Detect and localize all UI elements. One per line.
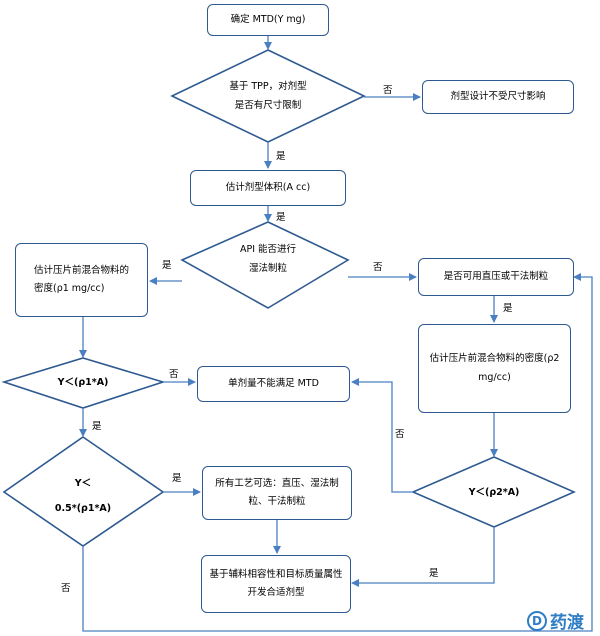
edge-label-d3-yes: 是: [92, 421, 102, 432]
node-single-dose-insufficient-text: 单剂量不能满足 MTD: [228, 377, 319, 389]
edge-label-n5-yes: 是: [503, 303, 513, 314]
edge-d5-to-n9: [351, 527, 495, 587]
node-determine-mtd: 确定 MTD(Y mg): [207, 4, 329, 36]
node-develop-dosage-form-line2: 开发合适剂型: [247, 587, 305, 598]
node-all-processes-available: 所有工艺可选：直压、湿法制 粒、干法制粒: [202, 466, 352, 520]
decision-wet-granulation-line2: 湿法制粒: [248, 263, 287, 274]
decision-size-limit-text: 基于 TPP，对剂型 是否有尺寸限制: [208, 77, 328, 115]
edge-d5-to-n7: [351, 378, 413, 493]
node-single-dose-insufficient: 单剂量不能满足 MTD: [197, 366, 350, 402]
decision-y-lt-half-p1a-text: Y＜ 0.5*(ρ1*A): [33, 472, 133, 521]
edge-label-n3-yes: 是: [276, 212, 286, 223]
edge-label-d1-yes: 是: [276, 151, 286, 162]
edge-label-d4-yes: 是: [172, 473, 182, 484]
node-no-size-impact-text: 剂型设计不受尺寸影响: [450, 90, 546, 102]
edge-label-d5-no: 否: [395, 429, 405, 440]
decision-y-lt-half-p1a-line2: 0.5*(ρ1*A): [54, 502, 112, 514]
node-no-size-impact: 剂型设计不受尺寸影响: [422, 80, 574, 114]
decision-y-lt-p2a-label: Y＜(ρ2*A): [468, 487, 520, 498]
edge-label-d4-no: 否: [61, 583, 71, 594]
node-estimate-volume: 估计剂型体积(A cc): [190, 170, 346, 206]
edge-label-d1-no: 否: [383, 85, 393, 96]
node-estimate-density-p2-line1: 估计压片前混合物料的密度(ρ2: [429, 353, 560, 365]
decision-wet-granulation-shape: [180, 221, 350, 309]
decision-wet-granulation-text: API 能否进行 湿法制粒: [215, 240, 321, 278]
decision-y-lt-p1a-label: Y＜(ρ1*A): [57, 377, 109, 388]
node-determine-mtd-text: 确定 MTD(Y mg): [230, 13, 306, 25]
node-develop-dosage-form-line1: 基于辅料相容性和目标质量属性: [209, 568, 343, 580]
node-estimate-density-p2-line2: mg/cc): [478, 371, 511, 383]
edge-d4-to-n5-loop: [82, 273, 593, 632]
decision-y-lt-p2a-text: Y＜(ρ2*A): [444, 483, 544, 502]
logo-d-icon: D: [527, 610, 547, 631]
edge-label-d2-no: 否: [373, 262, 383, 273]
decision-wet-granulation-line1: API 能否进行: [239, 244, 297, 255]
node-estimate-volume-text: 估计剂型体积(A cc): [225, 181, 311, 193]
edge-label-d5-yes: 是: [429, 568, 439, 579]
edge-label-d3-no: 否: [169, 369, 179, 380]
node-direct-or-dry-granulation: 是否可用直压或干法制粒: [418, 258, 574, 296]
decision-size-limit-line2: 是否有尺寸限制: [234, 100, 302, 111]
edge-label-d2-yes: 是: [162, 260, 172, 271]
node-estimate-density-p1: 估计压片前混合物料的 密度(ρ1 mg/cc): [15, 243, 148, 317]
node-develop-dosage-form: 基于辅料相容性和目标质量属性 开发合适剂型: [201, 555, 351, 613]
node-all-processes-line2: 粒、干法制粒: [248, 496, 306, 507]
node-all-processes-line1: 所有工艺可选：直压、湿法制: [215, 477, 339, 489]
decision-size-limit-line1: 基于 TPP，对剂型: [229, 81, 307, 92]
logo-text: 药渡: [550, 613, 584, 633]
node-estimate-density-p1-line1: 估计压片前混合物料的: [34, 264, 130, 276]
node-estimate-density-p1-line2: 密度(ρ1 mg/cc): [34, 283, 105, 294]
node-direct-or-dry-granulation-text: 是否可用直压或干法制粒: [443, 270, 549, 282]
yaodu-logo: D 药渡: [527, 608, 584, 633]
decision-y-lt-p1a-text: Y＜(ρ1*A): [33, 373, 133, 392]
node-estimate-density-p2: 估计压片前混合物料的密度(ρ2 mg/cc): [418, 324, 571, 413]
decision-y-lt-half-p1a-line1: Y＜: [74, 478, 92, 489]
